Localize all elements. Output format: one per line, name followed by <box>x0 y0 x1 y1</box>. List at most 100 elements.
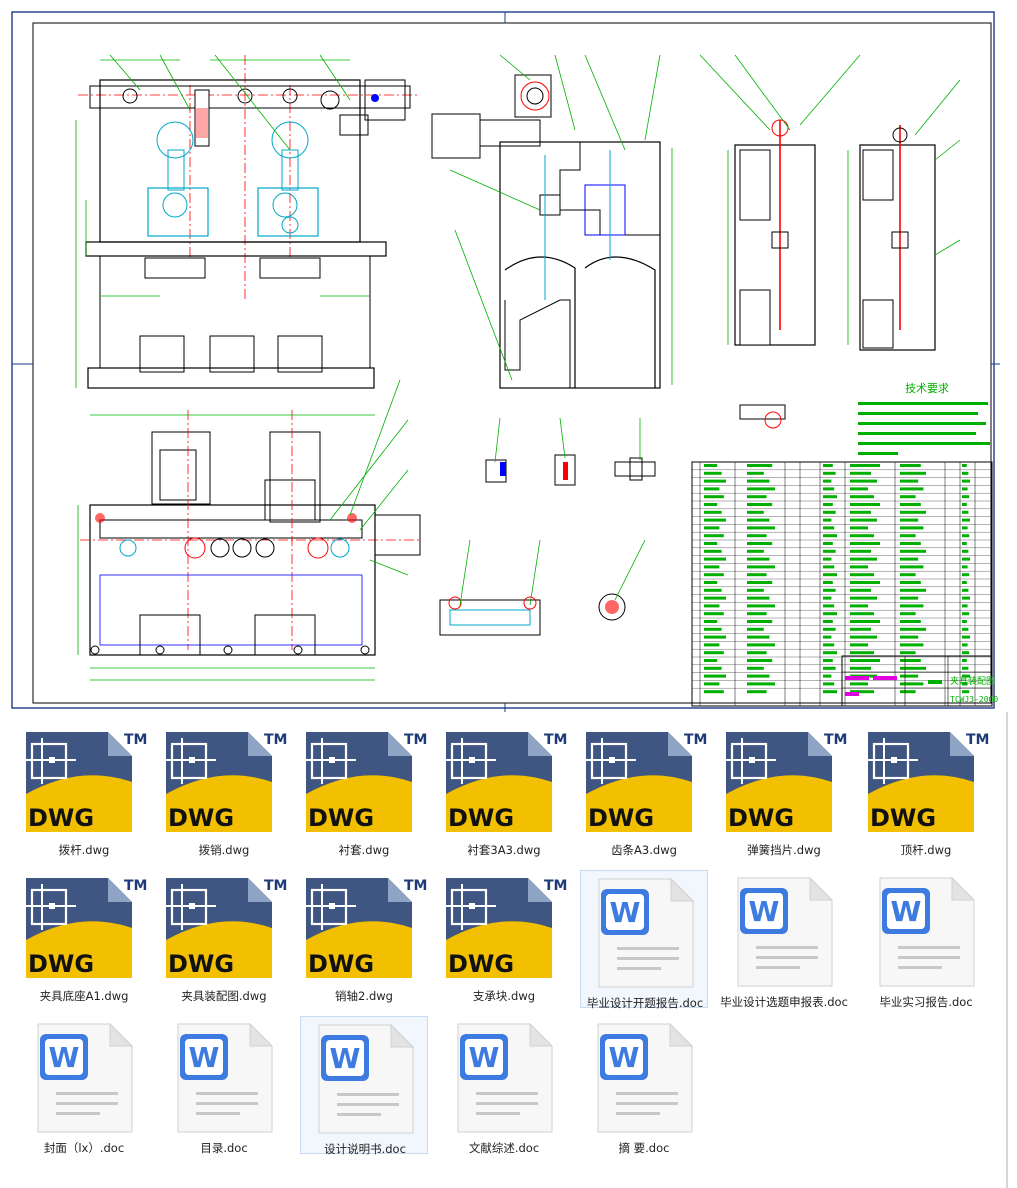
word-icon-label: W <box>330 1042 361 1075</box>
parts-list-cell-text <box>747 518 770 522</box>
parts-list-cell-text <box>823 495 837 499</box>
parts-list-cell-text <box>823 666 836 670</box>
parts-list-cell-text <box>900 549 926 553</box>
parts-list-cell-text <box>850 573 874 577</box>
word-doc-icon: W <box>598 877 695 988</box>
dwg-icon-label: DWG <box>28 950 94 978</box>
dwg-file-icon: DWG TM <box>446 878 567 978</box>
parts-list-cell-text <box>747 682 775 686</box>
dwg-icon-label: DWG <box>308 950 374 978</box>
parts-list-cell-text <box>900 620 921 623</box>
parts-list-cell-text <box>900 612 916 616</box>
tm-mark: TM <box>404 878 427 894</box>
parts-list-cell-text <box>747 588 764 592</box>
parts-list-cell-text <box>747 526 775 530</box>
dwg-file-item[interactable]: DWG TM 顶杆.dwg <box>862 724 990 862</box>
parts-list-cell-text <box>704 464 718 467</box>
dwg-icon-label: DWG <box>870 804 936 832</box>
parts-list-cell-text <box>823 479 832 483</box>
dwg-file-item[interactable]: DWG TM 拨杆.dwg <box>20 724 148 862</box>
parts-list-cell-text <box>900 596 919 600</box>
parts-list-cell-text <box>850 557 877 561</box>
parts-list-cell-text <box>962 464 967 467</box>
parts-list-cell-text <box>850 612 874 616</box>
tm-mark: TM <box>824 732 847 748</box>
tm-mark: TM <box>264 732 287 748</box>
dwg-icon-label: DWG <box>28 804 94 832</box>
parts-list-cell-text <box>747 510 764 514</box>
parts-list-cell-text <box>900 635 919 639</box>
parts-list-cell-text <box>747 604 775 608</box>
dwg-file-item[interactable]: DWG TM 支承块.dwg <box>440 870 568 1008</box>
parts-list-cell-text <box>962 503 967 506</box>
parts-list-cell-text <box>900 581 921 584</box>
parts-list-cell-text <box>962 581 967 584</box>
doc-file-item[interactable]: W 毕业实习报告.doc <box>862 870 990 1009</box>
doc-file-item[interactable]: W 设计说明书.doc <box>300 1016 428 1156</box>
dwg-icon-label: DWG <box>448 804 514 832</box>
dwg-icon-label: DWG <box>588 804 654 832</box>
parts-list-cell-text <box>747 495 767 499</box>
parts-list-cell-text <box>962 542 967 545</box>
parts-list-cell-text <box>823 510 836 514</box>
parts-list-cell-text <box>823 464 833 467</box>
file-name-label: 齿条A3.dwg <box>611 843 677 857</box>
doc-file-item[interactable]: W 毕业设计选题申报表.doc <box>720 870 848 1009</box>
parts-list-cell-text <box>900 565 924 569</box>
parts-list-cell-text <box>900 643 924 647</box>
doc-file-item[interactable]: W 摘 要.doc <box>580 1016 708 1155</box>
dwg-file-item[interactable]: DWG TM 衬套3A3.dwg <box>440 724 568 862</box>
dwg-file-item[interactable]: DWG TM 弹簧挡片.dwg <box>720 724 848 862</box>
dwg-icon-label: DWG <box>448 950 514 978</box>
parts-list-cell-text <box>850 487 868 491</box>
title-block: 夹具装配图 TCWJ3-2000 <box>841 655 998 707</box>
parts-list-cell-text <box>850 651 874 655</box>
parts-list-cell-text <box>850 565 868 569</box>
parts-list-cell-text <box>823 588 836 592</box>
parts-list-cell-text <box>704 635 726 639</box>
parts-list-cell-text <box>900 666 926 670</box>
word-icon-label: W <box>49 1041 80 1074</box>
parts-list-cell-text <box>962 627 969 631</box>
parts-list-cell-text <box>704 526 720 530</box>
doc-file-item[interactable]: W 目录.doc <box>160 1016 288 1155</box>
file-explorer: DWG TM 拨杆.dwg DWG TM 拨销.dwg <box>0 712 1017 1188</box>
parts-list-cell-text <box>850 518 877 522</box>
parts-list-cell-text <box>850 495 874 499</box>
parts-list-cell-text <box>850 596 877 600</box>
parts-list-cell-text <box>900 471 926 475</box>
scrollbar-track[interactable] <box>1006 712 1008 1188</box>
dwg-file-item[interactable]: DWG TM 拨销.dwg <box>160 724 288 862</box>
file-name-label: 拨销.dwg <box>198 843 250 857</box>
doc-file-item[interactable]: W 毕业设计开题报告.doc <box>580 870 708 1010</box>
dwg-file-icon: DWG TM <box>446 732 567 832</box>
parts-list-cell-text <box>823 487 835 491</box>
dwg-file-item[interactable]: DWG TM 销轴2.dwg <box>300 870 428 1008</box>
parts-list-cell-text <box>962 534 970 538</box>
parts-list-cell-text <box>823 643 835 647</box>
parts-list-cell-text <box>900 682 924 686</box>
parts-list-cell-text <box>704 690 724 694</box>
parts-list-cell-text <box>962 471 969 475</box>
doc-file-item[interactable]: W 封面（lx）.doc <box>20 1016 148 1155</box>
dwg-file-item[interactable]: DWG TM 夹具装配图.dwg <box>160 870 288 1008</box>
parts-list-cell-text <box>747 487 775 491</box>
parts-list-cell-text <box>962 596 970 600</box>
tm-mark: TM <box>124 732 147 748</box>
parts-list-cell-text <box>704 565 720 569</box>
dwg-file-item[interactable]: DWG TM 衬套.dwg <box>300 724 428 862</box>
tm-mark: TM <box>544 878 567 894</box>
dwg-file-item[interactable]: DWG TM 夹具底座A1.dwg <box>20 870 148 1008</box>
parts-list-cell-text <box>747 659 773 662</box>
parts-list-cell-text <box>962 659 967 662</box>
dwg-file-item[interactable]: DWG TM 齿条A3.dwg <box>580 724 708 862</box>
file-name-label: 毕业设计开题报告.doc <box>586 996 704 1010</box>
parts-list-cell-text <box>704 596 726 600</box>
word-icon-label: W <box>749 895 780 928</box>
file-name-label: 销轴2.dwg <box>335 989 393 1003</box>
doc-file-item[interactable]: W 文献综述.doc <box>440 1016 568 1155</box>
parts-list-cell-text <box>962 565 968 569</box>
dwg-icon-label: DWG <box>168 804 234 832</box>
parts-list-cell-text <box>850 542 880 545</box>
dwg-icon-label: DWG <box>308 804 374 832</box>
